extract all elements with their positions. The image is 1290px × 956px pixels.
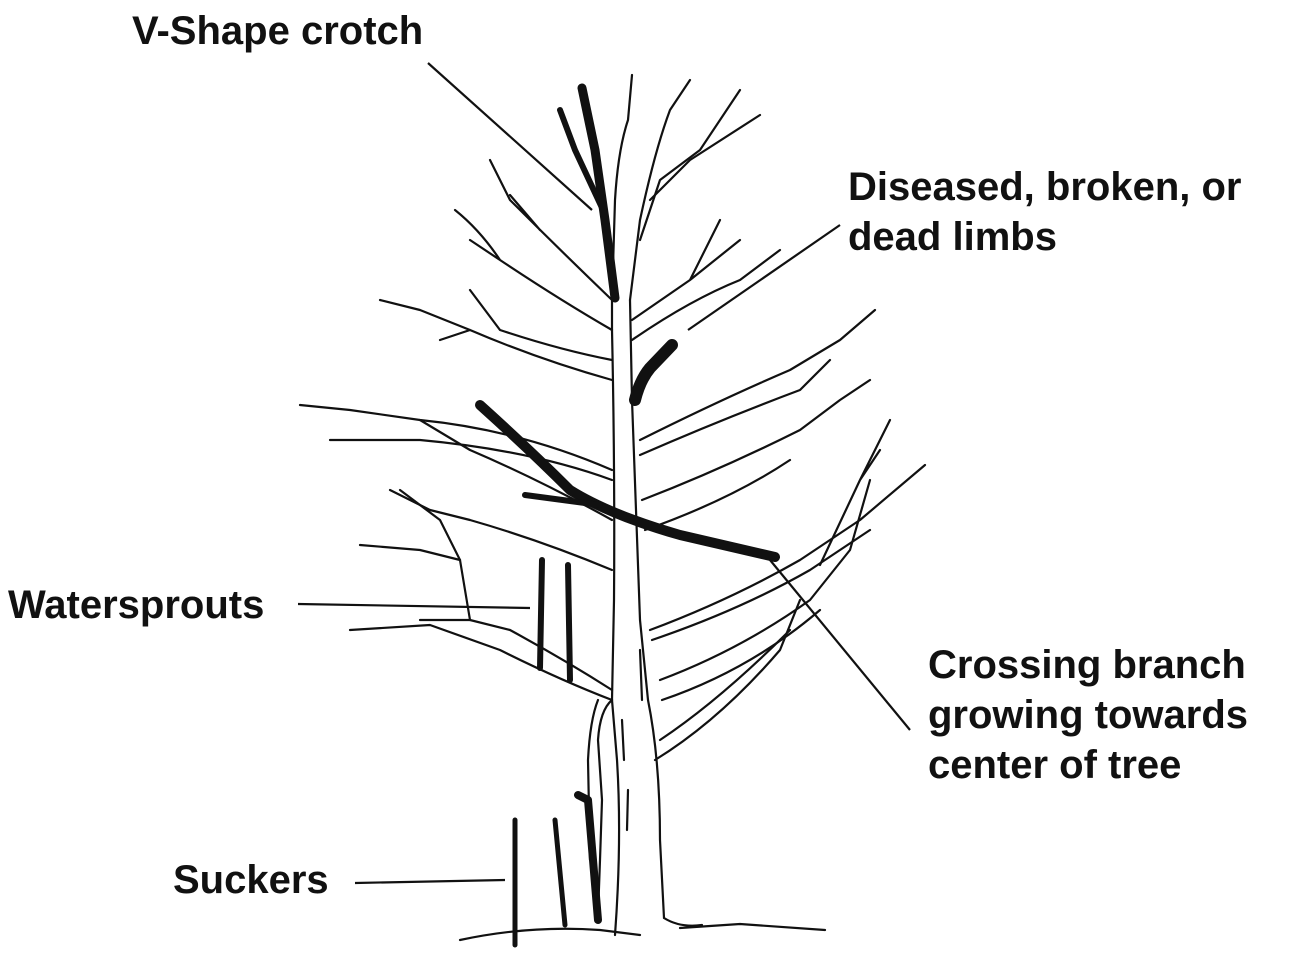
label-crossing-branch: Crossing branch growing towards center o… <box>928 640 1248 790</box>
crossing-branch <box>480 405 775 557</box>
branch-lower-right-1c <box>820 420 890 565</box>
v-shape-crotch-branch <box>582 88 615 298</box>
branch-lower-left-d <box>360 545 460 560</box>
dead-limb <box>635 345 672 400</box>
label-crossing-line3: center of tree <box>928 740 1248 790</box>
label-crossing-line2: growing towards <box>928 690 1248 740</box>
top-fork-right <box>650 115 760 200</box>
trunk-bark-marks <box>622 650 642 830</box>
branch-lower-right-2b <box>662 610 820 700</box>
label-diseased-line1: Diseased, broken, or <box>848 162 1241 212</box>
sucker-2 <box>555 820 565 925</box>
branch-lower-left-b <box>420 620 612 690</box>
sucker-3 <box>578 795 598 920</box>
label-v-shape-crotch: V-Shape crotch <box>132 6 423 56</box>
watersprout-2 <box>568 565 570 680</box>
branch-upper-left-1 <box>455 210 612 330</box>
ground-line <box>460 929 640 940</box>
left-fork-edge-1 <box>598 700 612 915</box>
branch-upper-left-4 <box>470 290 612 360</box>
branch-mid-left-1 <box>300 405 612 470</box>
branch-lower-left-c <box>400 490 470 620</box>
branch-lower-right-3 <box>655 600 800 760</box>
branch-lower-right-1 <box>650 465 925 630</box>
leader-line-watersprouts <box>298 604 530 608</box>
watersprout-1 <box>540 560 542 668</box>
trunk-left-edge <box>612 300 619 935</box>
label-suckers-text: Suckers <box>173 855 329 905</box>
trunk-base-flare <box>664 918 702 926</box>
branch-lower-left <box>350 625 612 700</box>
branch-lower-right-1b <box>652 530 870 640</box>
label-diseased-limbs: Diseased, broken, or dead limbs <box>848 162 1241 262</box>
branch-mid-right-3 <box>645 460 790 530</box>
branch-upper-left-2 <box>490 160 612 300</box>
label-diseased-line2: dead limbs <box>848 212 1241 262</box>
label-suckers: Suckers <box>173 855 329 905</box>
label-watersprouts: Watersprouts <box>8 580 264 630</box>
leader-line-suckers <box>355 880 505 883</box>
leader-line-crossing <box>770 560 910 730</box>
branch-upper-right-1 <box>632 250 780 340</box>
label-crossing-line1: Crossing branch <box>928 640 1248 690</box>
label-watersprouts-text: Watersprouts <box>8 580 264 630</box>
branch-upper-left-3 <box>380 300 612 380</box>
branch-mid-right-1b <box>640 360 830 455</box>
leader-branch <box>640 90 740 240</box>
branch-mid-left-1b <box>330 440 612 480</box>
label-v-shape-text: V-Shape crotch <box>132 6 423 56</box>
branch-mid-right-1 <box>640 310 875 440</box>
